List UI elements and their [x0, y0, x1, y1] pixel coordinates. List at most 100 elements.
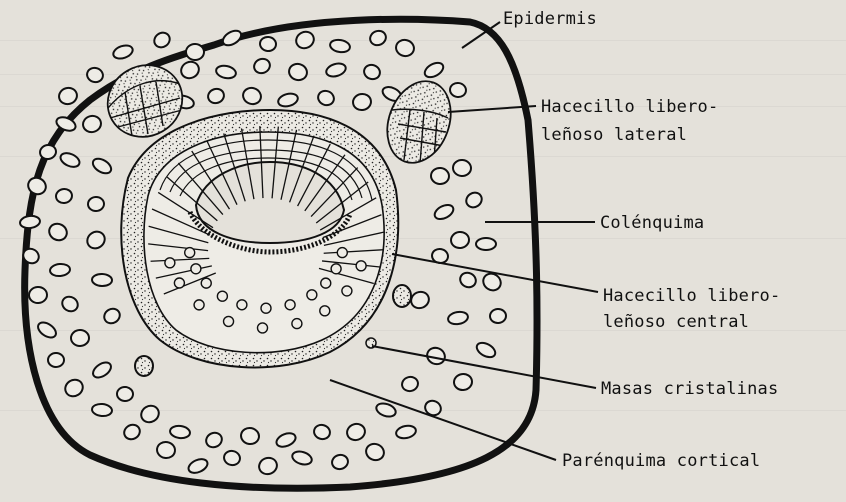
- cortex-cell: [364, 441, 387, 462]
- cortex-cell: [29, 287, 48, 304]
- cortex-cell: [476, 238, 496, 250]
- cortex-cell: [204, 430, 225, 450]
- cortex-cell: [223, 449, 242, 466]
- label-central-bundle-line1: Hacecillo libero-: [603, 285, 780, 307]
- cortex-cell: [186, 456, 209, 475]
- cortex-cell: [90, 359, 113, 380]
- cortex-cell: [463, 190, 484, 210]
- cortex-cell: [71, 330, 89, 346]
- xylem-vessel: [201, 278, 211, 288]
- xylem-vessel: [237, 300, 247, 310]
- cortex-cell: [90, 156, 113, 177]
- cortex-cell: [85, 66, 105, 84]
- cortex-cell: [352, 92, 373, 111]
- cortex-cell: [57, 86, 79, 106]
- cortex-cell: [325, 61, 348, 78]
- cortex-cell: [447, 310, 469, 325]
- cortex-cell: [368, 28, 388, 47]
- label-lateral-bundle-line1: Hacecillo libero-: [541, 96, 718, 118]
- cortex-cell: [401, 375, 420, 392]
- cortex-cell: [312, 423, 331, 441]
- cortex-cell: [151, 30, 172, 51]
- cortex-cell: [102, 306, 123, 326]
- cortex-cell: [88, 197, 104, 212]
- cortex-cell: [316, 89, 336, 108]
- cortex-cell: [362, 63, 382, 82]
- cortex-cell: [257, 455, 279, 476]
- cortex-cell: [252, 57, 272, 76]
- cortex-cell: [240, 426, 261, 445]
- cortex-cell: [19, 215, 40, 229]
- label-cortical-parenchyma: Parénquima cortical: [562, 450, 760, 472]
- xylem-vessel: [174, 278, 184, 288]
- cortex-cell: [453, 373, 473, 391]
- xylem-vessel: [191, 264, 201, 274]
- xylem-vessel: [292, 319, 302, 329]
- xylem-vessel: [185, 248, 195, 258]
- cortex-cell: [458, 270, 479, 290]
- central-vascular-bundle: [121, 110, 398, 367]
- cortex-cell: [25, 175, 48, 197]
- label-central-bundle-line2: leñoso central: [603, 311, 749, 333]
- cortex-cell: [62, 376, 86, 399]
- xylem-vessel: [307, 290, 317, 300]
- cortex-cell: [450, 231, 470, 249]
- xylem-vessel: [321, 278, 331, 288]
- cortex-cell: [449, 82, 467, 98]
- cortex-cell: [156, 441, 176, 460]
- cortex-cell: [117, 387, 134, 402]
- cortex-cell: [394, 38, 415, 58]
- xylem-vessel: [165, 258, 175, 268]
- cortex-cell: [48, 353, 64, 367]
- xylem-vessel: [224, 316, 234, 326]
- cortex-cell: [178, 59, 201, 81]
- cortex-cell: [330, 453, 349, 471]
- xylem-vessel: [285, 300, 295, 310]
- cortex-cell: [375, 401, 398, 419]
- label-collenchyma: Colénquima: [600, 212, 704, 234]
- label-lateral-bundle-line2: leñoso lateral: [541, 124, 687, 146]
- cortex-cell: [186, 44, 205, 61]
- xylem-vessel: [356, 261, 366, 271]
- cortex-cell: [430, 167, 450, 185]
- cortex-cell: [395, 424, 417, 440]
- cortex-cell: [46, 221, 69, 244]
- cortex-cell: [432, 202, 455, 222]
- cortex-cell: [112, 43, 135, 61]
- xylem-vessel: [337, 248, 347, 258]
- cortex-cell: [409, 289, 432, 311]
- cortex-cell: [329, 38, 351, 53]
- cortex-cell: [291, 449, 314, 466]
- cortex-cell: [490, 308, 507, 323]
- cortex-cell: [92, 403, 113, 417]
- cortex-cell: [81, 114, 102, 134]
- cortex-cell: [60, 294, 81, 314]
- xylem-vessel: [342, 286, 352, 296]
- cortex-cell: [35, 319, 58, 340]
- xylem-vessel: [194, 300, 204, 310]
- cortex-cell: [287, 62, 309, 82]
- cortex-cell: [206, 87, 226, 105]
- cortex-cell: [92, 274, 112, 287]
- cortex-cell: [55, 188, 73, 204]
- xylem-vessel: [320, 306, 330, 316]
- cortex-cell: [241, 86, 263, 107]
- label-epidermis: Epidermis: [503, 8, 597, 30]
- cortex-cell: [169, 425, 190, 439]
- cortex-cell: [215, 64, 237, 80]
- xylem-vessel: [261, 303, 271, 313]
- cortex-cell: [293, 29, 316, 51]
- cortex-cell: [122, 422, 143, 442]
- cortex-cell: [259, 36, 276, 52]
- cortex-cell: [474, 340, 497, 360]
- cortex-cell: [277, 92, 299, 109]
- cortex-cell: [138, 403, 162, 426]
- cortex-cell: [274, 431, 297, 450]
- cortex-cell: [345, 422, 367, 443]
- xylem-vessel: [258, 323, 268, 333]
- cortex-cell: [58, 150, 81, 169]
- cortex-cell: [452, 159, 471, 176]
- xylem-vessel: [217, 291, 227, 301]
- label-crystal-masses: Masas cristalinas: [601, 378, 778, 400]
